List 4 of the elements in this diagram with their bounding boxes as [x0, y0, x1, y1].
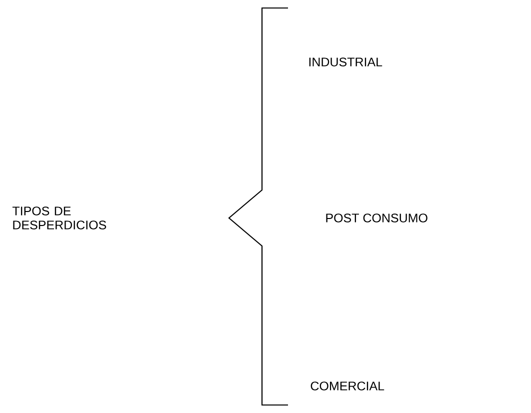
category-item: INDUSTRIAL [309, 58, 382, 66]
category-item: POST CONSUMO [326, 214, 428, 222]
category-label: TIPOS DE DESPERDICIOS [12, 206, 106, 230]
category-item: COMERCIAL [310, 382, 384, 390]
